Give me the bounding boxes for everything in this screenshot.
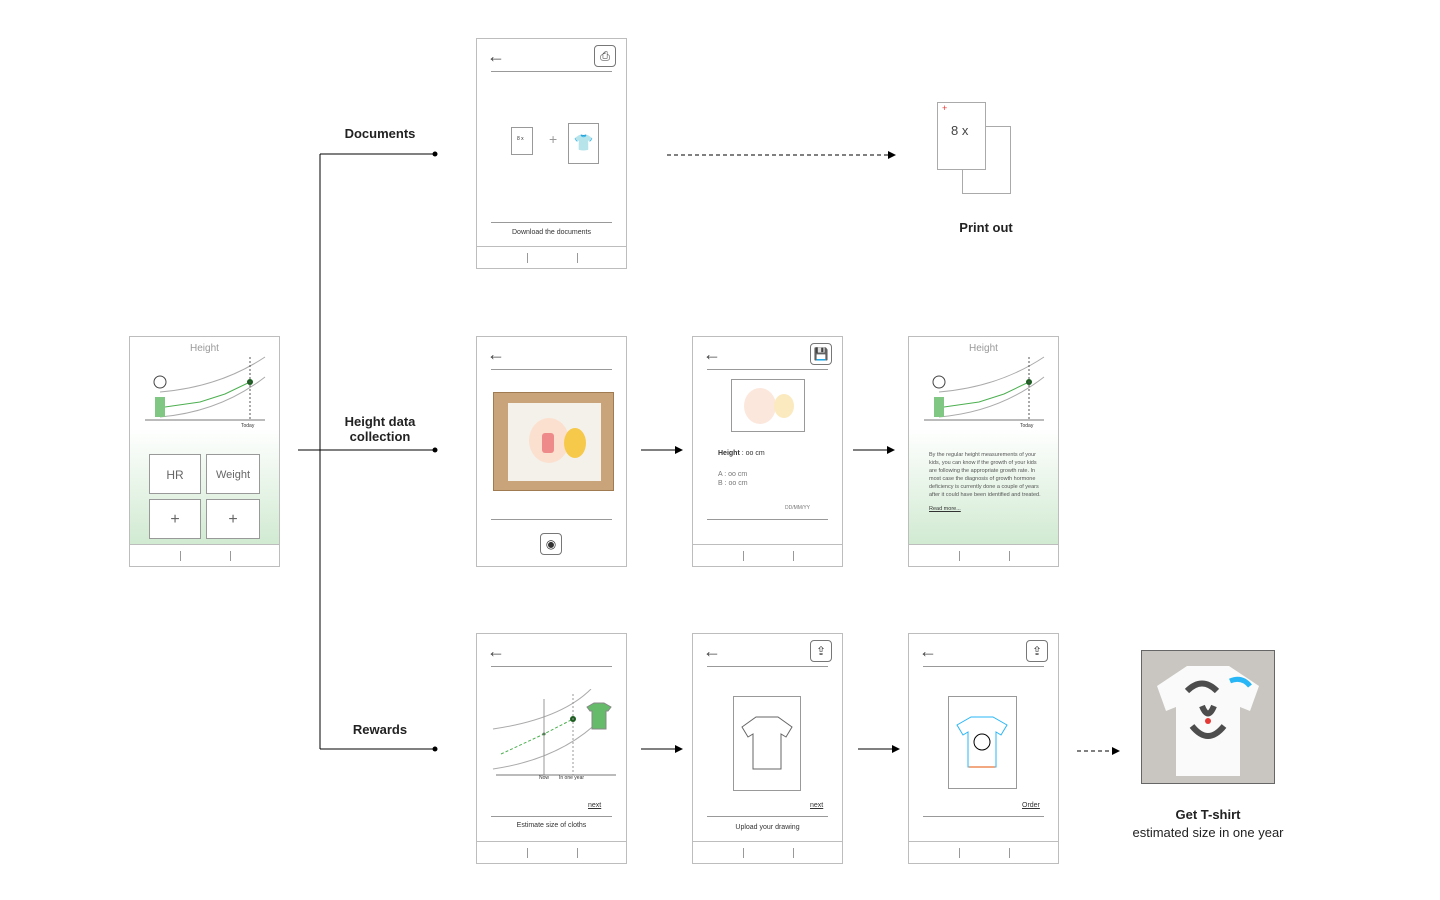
back-arrow-icon[interactable]: ← — [703, 641, 721, 661]
camera-preview — [493, 392, 614, 491]
camera-screen: ← ◉ — [476, 336, 627, 567]
result-screen: Height Today By the regular height measu… — [908, 336, 1059, 567]
one-year-label: In one year — [559, 775, 585, 781]
order-screen: ← ⇪ Order — [908, 633, 1059, 864]
next-link[interactable]: next — [810, 802, 824, 809]
upload-icon[interactable]: ⇪ — [1026, 640, 1048, 662]
add-weight-button[interactable]: + — [206, 499, 260, 539]
bottom-nav[interactable] — [693, 544, 842, 566]
plus-sign: + — [549, 131, 558, 147]
hr-button[interactable]: HR — [149, 454, 201, 494]
back-arrow-icon[interactable]: ← — [919, 641, 937, 661]
tshirt-icon: 👕 — [568, 123, 599, 164]
tshirt-preview — [948, 696, 1017, 789]
today-label: Today — [241, 423, 255, 429]
date-label: DD/MM/YY — [785, 505, 810, 511]
growth-chart — [924, 356, 1045, 421]
measure-b: B : oo cm — [718, 480, 748, 487]
back-arrow-icon[interactable]: ← — [487, 46, 505, 66]
bottom-nav[interactable] — [909, 841, 1058, 863]
estimate-chart — [492, 689, 616, 776]
add-hr-button[interactable]: + — [149, 499, 201, 539]
back-arrow-icon[interactable]: ← — [487, 641, 505, 661]
growth-chart — [145, 356, 266, 421]
today-label: Today — [1020, 423, 1034, 429]
label-print-out: Print out — [959, 220, 1013, 235]
measure-screen: ← 💾 Height : oo cm A : oo cm B : oo cm D… — [692, 336, 843, 567]
tshirt-photo — [1141, 650, 1275, 784]
home-screen: Height Today HR Weight + + — [129, 336, 280, 567]
drawing-canvas[interactable] — [733, 696, 801, 791]
weight-button[interactable]: Weight — [206, 454, 260, 494]
bottom-nav[interactable] — [693, 841, 842, 863]
back-arrow-icon[interactable]: ← — [487, 344, 505, 364]
measure-a: A : oo cm — [718, 471, 748, 478]
bottom-nav[interactable] — [130, 544, 279, 566]
download-caption[interactable]: Download the documents — [512, 229, 591, 236]
printer-icon[interactable]: ⎙ — [594, 45, 616, 67]
height-value: : oo cm — [739, 450, 765, 457]
upload-caption: Upload your drawing — [735, 824, 800, 831]
documents-screen: ← ⎙ 8 x + 👕 Download the documents — [476, 38, 627, 269]
label-documents: Documents — [344, 126, 416, 141]
measure-image — [731, 379, 805, 432]
bottom-nav[interactable] — [477, 246, 626, 268]
bottom-nav[interactable] — [909, 544, 1058, 566]
height-label: Height — [718, 450, 740, 457]
print-stack: 8 x+ — [937, 102, 986, 170]
label-tshirt-sub: estimated size in one year — [1132, 825, 1284, 840]
back-arrow-icon[interactable]: ← — [703, 344, 721, 364]
next-link[interactable]: next — [588, 802, 602, 809]
label-get-tshirt: Get T-shirt — [1175, 807, 1241, 822]
label-height-collection: Height data collection — [344, 414, 416, 444]
camera-icon[interactable]: ◉ — [540, 533, 562, 555]
upload-icon[interactable]: ⇪ — [810, 640, 832, 662]
order-link[interactable]: Order — [1022, 802, 1040, 809]
info-paragraph: By the regular height measurements of yo… — [929, 452, 1041, 498]
read-more-link[interactable]: Read more... — [929, 506, 961, 512]
chart-title: Height — [190, 343, 219, 354]
now-label: Now — [539, 775, 550, 781]
document-stack: 8 x — [511, 127, 533, 155]
label-rewards: Rewards — [352, 722, 408, 737]
bottom-nav[interactable] — [477, 841, 626, 863]
estimate-caption: Estimate size of cloths — [516, 822, 587, 829]
chart-title: Height — [969, 343, 998, 354]
upload-screen: ← ⇪ next Upload your drawing — [692, 633, 843, 864]
estimate-screen: ← Now In one year next Estimate size of … — [476, 633, 627, 864]
save-icon[interactable]: 💾 — [810, 343, 832, 365]
